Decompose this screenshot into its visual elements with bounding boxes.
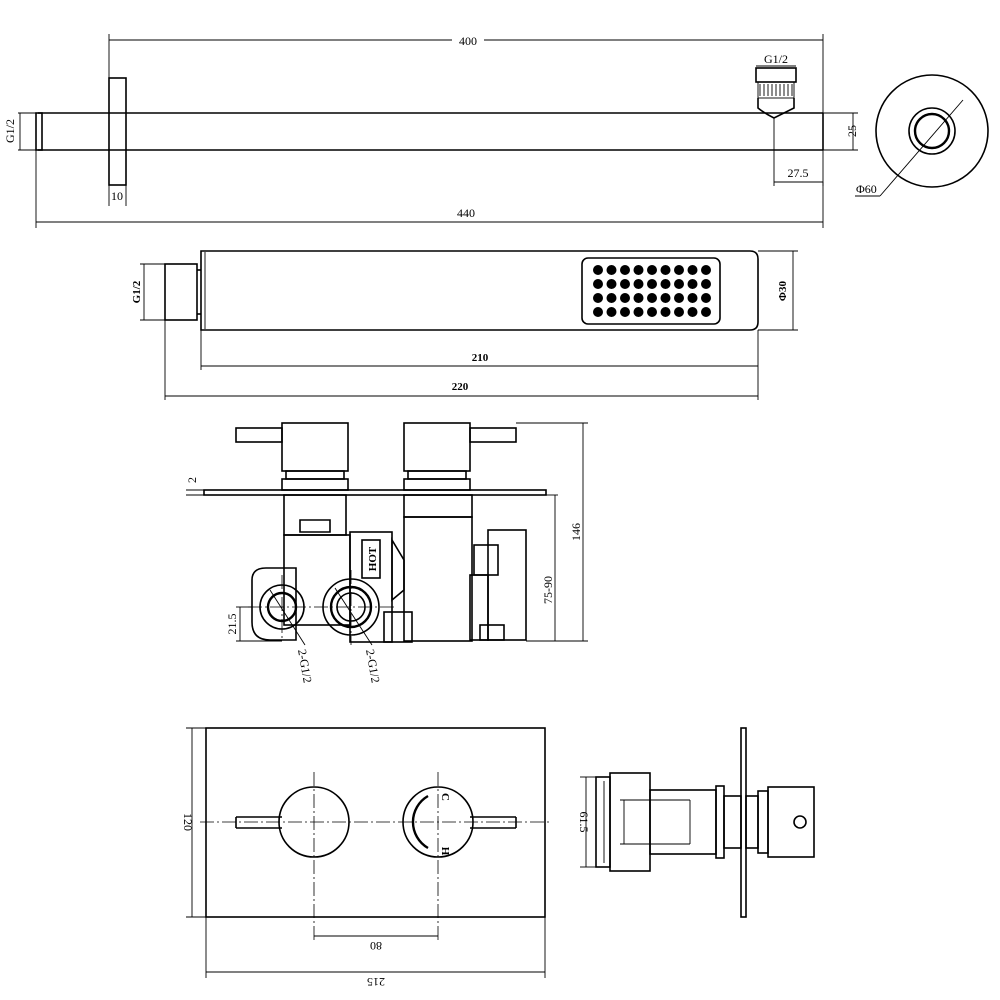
nozzle [593,307,603,317]
nozzle [660,279,671,289]
dim-61-5: 61.5 [577,812,591,833]
nozzle [687,293,698,303]
dim-thread-top: G1/2 [764,52,788,66]
nozzle [647,265,657,275]
shower-arm-view: 400 G1/2 G1/2 25 27.5 10 440 Φ60 [3,32,989,228]
nozzle [593,279,603,289]
thread-hatch [759,84,793,96]
nozzle [701,279,711,289]
dim-400: 400 [459,34,477,48]
nozzle [593,265,603,275]
valve-profile-view: 61.5 [577,727,815,918]
dim-hs-thread: G1/2 [131,280,143,303]
dim-146: 146 [569,523,583,541]
nozzle [620,265,630,275]
dim-215: 215 [367,975,385,989]
nozzle [647,279,657,289]
dim-220: 220 [452,381,469,393]
dim-80: 80 [370,939,382,953]
nozzle [633,307,644,317]
dim-75-90: 75-90 [541,576,555,604]
spray-nozzles [593,265,711,317]
nozzle [674,307,684,317]
dim-plate-2: 2 [185,477,199,483]
nozzle [647,307,657,317]
nozzle [620,293,630,303]
nozzle [593,293,603,303]
dim-hs-dia: Φ30 [777,280,789,301]
nozzle [674,265,684,275]
nozzle [633,265,644,275]
dim-25: 25 [845,125,859,137]
nozzle [620,279,630,289]
nozzle [701,307,711,317]
nozzle [687,307,698,317]
nozzle [606,293,617,303]
nozzle [701,293,711,303]
inlet-label-right: 2-G1/2 [363,648,383,684]
dim-27-5: 27.5 [788,166,809,180]
mark-hot: H [439,847,451,856]
nozzle [620,307,630,317]
dim-210: 210 [472,352,489,364]
nozzle [606,279,617,289]
nozzle [687,265,698,275]
hot-label: HOT [367,546,379,571]
nozzle [660,265,671,275]
dim-flange-dia: Φ60 [856,182,877,196]
dim-10: 10 [111,189,123,203]
valve-side-view: HOT 2 146 75-90 21.5 2-G1/2 [185,422,588,684]
nozzle [633,293,644,303]
valve-front-view: C H 120 80 215 [181,727,552,989]
nozzle [674,293,684,303]
dim-440: 440 [457,206,475,220]
dim-thread-left: G1/2 [3,119,17,143]
inlet-label-left: 2-G1/2 [295,648,315,684]
nozzle [660,293,671,303]
hand-shower-view: G1/2 Φ30 210 220 [131,250,798,400]
mark-cold: C [439,793,451,801]
nozzle [674,279,684,289]
nozzle [687,279,698,289]
nozzle [660,307,671,317]
dim-120: 120 [181,813,195,831]
nozzle [701,265,711,275]
nozzle [606,307,617,317]
nozzle [633,279,644,289]
nozzle [606,265,617,275]
nozzle [647,293,657,303]
dim-21-5: 21.5 [225,614,239,635]
